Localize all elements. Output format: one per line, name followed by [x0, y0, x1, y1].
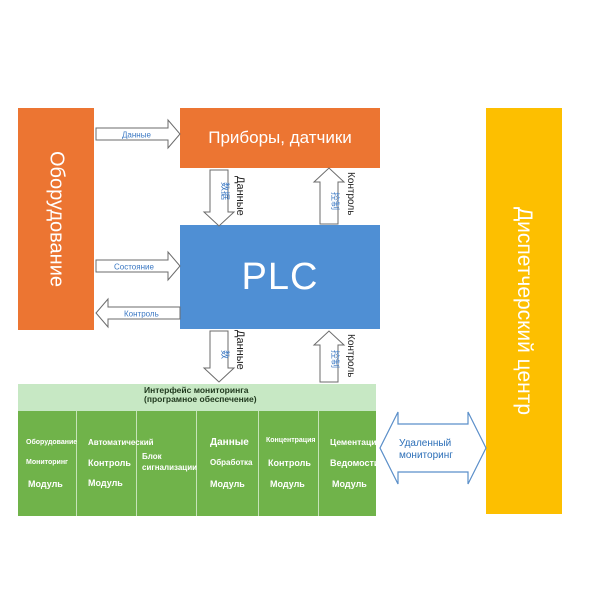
arrow-monitoring-to-plc-ru: Контроль: [345, 334, 356, 377]
module-6-line-3: Модуль: [332, 479, 367, 489]
module-divider: [136, 411, 137, 516]
module-1-line-3: Модуль: [28, 479, 63, 489]
arrow-devices-to-plc-cn: 数据: [220, 182, 231, 200]
arrow-label-control: Контроль: [124, 310, 159, 319]
remote-monitoring-line-2: мониторинг: [399, 450, 453, 461]
arrow-label-data: Данные: [122, 131, 151, 140]
arrow-data-equipment-to-devices: Данные: [95, 118, 181, 150]
arrow-plc-to-monitoring: 数 Данные: [202, 330, 246, 383]
module-5-line-1: Концентрация: [266, 437, 316, 444]
arrow-plc-to-devices-ru: Контроль: [345, 172, 356, 215]
module-5-line-3: Модуль: [270, 479, 305, 489]
module-3-line-1: Блок: [142, 452, 162, 461]
module-3-line-2: сигнализации: [142, 463, 198, 472]
arrow-devices-to-plc-ru: Данные: [234, 176, 246, 216]
module-divider: [196, 411, 197, 516]
module-4-line-3: Модуль: [210, 479, 245, 489]
arrow-monitoring-to-plc-cn: 控制: [330, 350, 341, 368]
remote-monitoring-line-1: Удаленный: [399, 438, 451, 449]
arrow-control-plc-to-equipment: Контроль: [95, 297, 181, 329]
module-1-line-2: Мониторинг: [26, 459, 68, 466]
arrow-devices-to-plc: 数据 Данные: [202, 169, 246, 227]
arrow-plc-to-monitoring-ru: Данные: [234, 330, 246, 370]
module-divider: [318, 411, 319, 516]
monitoring-header-label: Интерфейс мониторинга (програмное обеспе…: [144, 385, 257, 404]
module-divider: [258, 411, 259, 516]
arrow-plc-to-monitoring-cn: 数: [220, 350, 231, 359]
module-6-line-1: Цементация: [330, 437, 382, 447]
dispatch-center-box: Диспетчерский центр: [486, 108, 562, 514]
module-2-line-1: Автоматический: [88, 438, 154, 447]
module-5-line-2: Контроль: [268, 458, 311, 468]
module-2-line-2: Контроль: [88, 458, 131, 468]
devices-label: Приборы, датчики: [208, 128, 352, 147]
equipment-box: Оборудование: [18, 108, 94, 330]
module-4-line-1: Данные: [210, 437, 249, 448]
arrow-monitoring-to-plc: 控制 Контроль: [312, 330, 356, 383]
arrow-plc-to-devices: 控制 Контроль: [312, 167, 356, 225]
module-1-line-1: Оборудование: [26, 439, 78, 446]
monitoring-header: Интерфейс мониторинга (програмное обеспе…: [18, 384, 376, 411]
arrow-status-equipment-to-plc: Состояние: [95, 250, 181, 282]
module-2-line-3: Модуль: [88, 478, 123, 488]
plc-box: PLC: [180, 225, 380, 329]
arrow-label-status: Состояние: [114, 263, 154, 272]
devices-sensors-box: Приборы, датчики: [180, 108, 380, 168]
module-6-line-2: Ведомости: [330, 458, 380, 468]
plc-label: PLC: [241, 255, 319, 298]
module-divider: [76, 411, 77, 516]
module-4-line-2: Обработка: [210, 458, 253, 467]
monitoring-modules-area: [18, 411, 376, 516]
arrow-remote-monitoring: Удаленный мониторинг: [379, 411, 487, 485]
monitoring-interface-block: Интерфейс мониторинга (програмное обеспе…: [18, 384, 381, 516]
arrow-plc-to-devices-cn: 控制: [330, 192, 341, 210]
